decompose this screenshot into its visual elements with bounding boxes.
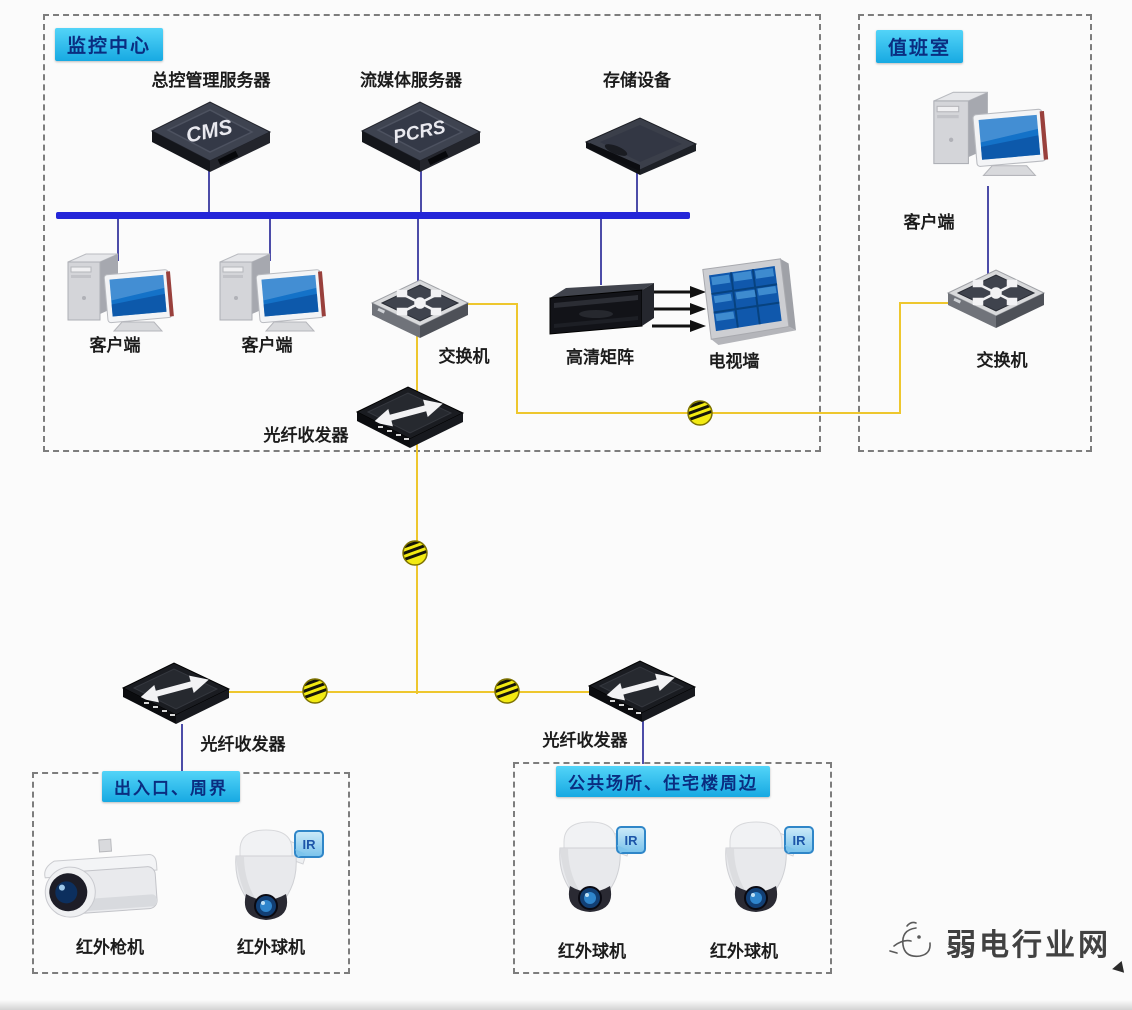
dome-camera-icon [235, 829, 309, 920]
network-line [208, 162, 210, 214]
fiber-line [899, 302, 954, 304]
video-output-arrow-icon [652, 320, 706, 332]
fiber-line [416, 442, 418, 694]
fiber-node-icon [402, 540, 428, 566]
bullet-camera-icon [44, 838, 158, 918]
logo-doodle-icon [889, 921, 931, 958]
watermark-text: 弱电行业网 [946, 929, 1111, 962]
transceiver-label: 光纤收发器 [263, 426, 349, 445]
tv-wall-label: 电视墙 [708, 352, 760, 371]
hd-matrix-icon [549, 283, 654, 335]
client-computer-icon [67, 253, 174, 332]
streaming-server-label: 流媒体服务器 [360, 71, 462, 90]
dome-camera-label: 红外球机 [710, 942, 778, 961]
network-line [600, 219, 602, 285]
fiber-line [899, 303, 901, 414]
network-line [636, 172, 638, 214]
fiber-line [452, 303, 518, 305]
duty-room-badge: 值班室 [876, 30, 964, 63]
fiber-node-icon [494, 678, 520, 704]
ir-badge: IR [784, 826, 814, 854]
dome-camera-icon [559, 821, 633, 912]
storage-device-icon [584, 117, 698, 175]
ethernet-bus-line [56, 212, 690, 219]
dome-camera-label: 红外球机 [558, 942, 626, 961]
client-label: 客户端 [89, 336, 141, 355]
fiber-line [516, 303, 518, 414]
client-computer-icon [933, 91, 1049, 176]
monitoring-center-zone [43, 14, 821, 452]
master-server-label: 总控管理服务器 [151, 71, 271, 90]
dome-camera-label: 红外球机 [237, 938, 305, 957]
network-line [269, 219, 271, 261]
client-computer-icon [219, 253, 326, 332]
ir-badge: IR [294, 830, 324, 858]
ir-badge-label: IR [624, 832, 638, 848]
ir-badge-label: IR [792, 832, 806, 848]
duty-room-zone [858, 14, 1092, 452]
switch-label: 交换机 [976, 351, 1028, 370]
hd-matrix-label: 高清矩阵 [566, 348, 634, 367]
storage-label: 存储设备 [603, 71, 671, 90]
client-label: 客户端 [241, 336, 293, 355]
fiber-line [416, 334, 418, 392]
bullet-camera-label: 红外枪机 [76, 938, 144, 957]
cms-server-icon: CMS [150, 101, 272, 172]
network-line [117, 219, 119, 261]
network-line [987, 186, 989, 274]
network-line [181, 724, 183, 772]
fiber-line [225, 691, 595, 693]
public-places-badge: 公共场所、住宅楼周边 [556, 766, 770, 797]
client-label: 客户端 [903, 213, 955, 232]
fiber-node-icon [302, 678, 328, 704]
fiber-transceiver-icon [587, 660, 697, 722]
transceiver-label: 光纤收发器 [542, 731, 628, 750]
transceiver-label: 光纤收发器 [200, 735, 286, 754]
switch-icon [370, 279, 470, 338]
streaming-server-icon: PCRS [360, 101, 482, 172]
video-output-arrow-icon [652, 303, 706, 315]
page-edge-shadow [0, 1000, 1132, 1010]
fiber-transceiver-icon [121, 662, 231, 724]
tv-wall-icon [702, 258, 796, 346]
network-line [420, 162, 422, 214]
public-places-zone [513, 762, 832, 974]
ir-badge-label: IR [302, 836, 316, 852]
cursor-icon [1110, 960, 1125, 976]
video-output-arrow-icon [652, 286, 706, 298]
monitoring-center-badge: 监控中心 [55, 28, 164, 61]
switch-icon [946, 269, 1046, 328]
ir-badge: IR [616, 826, 646, 854]
network-line [642, 718, 644, 764]
switch-label: 交换机 [438, 347, 490, 366]
fiber-node-icon [687, 400, 713, 426]
fiber-transceiver-icon [355, 386, 465, 448]
network-line [417, 219, 419, 281]
entrance-perimeter-badge: 出入口、周界 [102, 771, 240, 802]
